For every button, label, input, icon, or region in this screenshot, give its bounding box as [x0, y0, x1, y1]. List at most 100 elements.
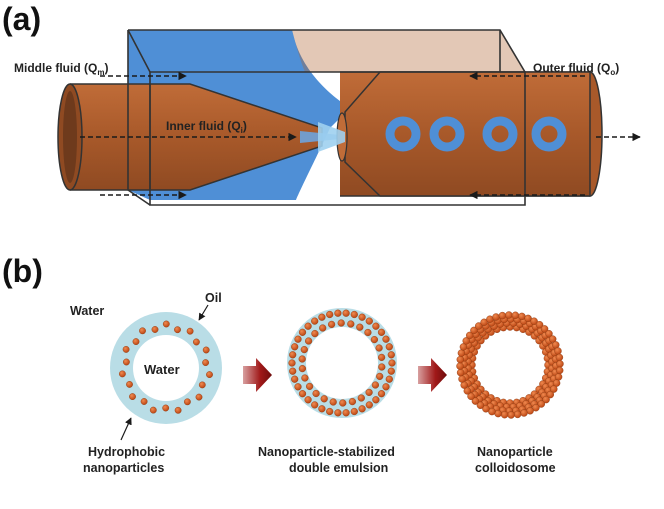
nanoparticle	[554, 347, 562, 355]
nanoparticle	[364, 328, 372, 337]
nanoparticle	[350, 407, 358, 416]
nanoparticle	[342, 409, 350, 417]
nanoparticle	[476, 401, 485, 409]
nanoparticle	[372, 322, 380, 330]
nanoparticle	[555, 353, 564, 362]
droplet-ring	[482, 116, 518, 152]
nanoparticle	[385, 343, 393, 351]
nanoparticle	[300, 346, 308, 354]
nanoparticle	[350, 310, 358, 319]
nanoparticle	[339, 399, 347, 407]
nanoparticle	[305, 337, 313, 345]
nanoparticle	[540, 325, 549, 333]
inner-water-core	[133, 335, 199, 401]
stage3-caption-line2: colloidosome	[475, 461, 556, 475]
nanoparticle	[492, 313, 500, 321]
nanoparticle	[387, 351, 395, 359]
nanoparticle	[140, 398, 148, 405]
stage2-particles	[288, 309, 396, 417]
nanoparticle	[545, 330, 553, 338]
water-inside-label: Water	[144, 362, 180, 377]
nanoparticle	[132, 338, 140, 345]
nanoparticle	[513, 410, 522, 419]
nanoparticle	[195, 393, 203, 401]
nanoparticle	[291, 343, 299, 351]
nanoparticle	[365, 401, 373, 409]
nanoparticle	[298, 390, 307, 398]
stage3-caption-line1: Nanoparticle	[477, 445, 553, 459]
stage3-colloidosome	[456, 311, 564, 419]
nanoparticle	[301, 374, 309, 382]
nanoparticle	[174, 326, 181, 334]
nanoparticle	[162, 320, 170, 328]
nanoparticle	[334, 409, 342, 417]
nanoparticle	[556, 360, 564, 368]
nanoparticle	[326, 310, 334, 319]
nanoparticle	[377, 328, 386, 336]
middle-fluid-label: Middle fluid (Qm)	[14, 61, 108, 77]
nanoparticle	[382, 335, 390, 343]
stage1-caption-line2: nanoparticles	[83, 461, 164, 475]
oil-pointer	[198, 304, 209, 321]
nanoparticle	[378, 353, 386, 362]
nanoparticle	[556, 366, 564, 375]
nanoparticle	[291, 375, 299, 383]
collection-tip	[344, 71, 591, 197]
nanoparticle	[289, 351, 297, 359]
nanoparticle	[311, 401, 319, 409]
nanoparticle	[304, 396, 312, 404]
nanoparticle	[298, 355, 306, 363]
nanoparticle	[183, 398, 191, 406]
nanoparticle	[371, 381, 380, 389]
nanoparticle	[326, 407, 334, 416]
nanoparticle	[382, 383, 390, 391]
focusing-cone	[318, 122, 345, 152]
nanoparticle	[206, 371, 213, 378]
nanoparticle	[377, 390, 386, 398]
stage-arrow-1	[243, 358, 272, 392]
nanoparticle	[467, 392, 475, 400]
nanoparticle	[304, 322, 312, 330]
nanoparticle	[507, 411, 515, 419]
nanoparticle	[318, 313, 326, 321]
nanoparticle	[494, 409, 502, 418]
nanoparticle	[319, 324, 327, 332]
nanoparticle	[288, 359, 296, 367]
nanoparticle	[372, 396, 380, 404]
nanoparticle	[149, 406, 157, 414]
nanoparticle	[151, 326, 159, 333]
nanoparticle	[458, 375, 466, 383]
nanoparticle	[186, 327, 194, 335]
nanoparticle	[312, 389, 320, 398]
nanoparticle	[139, 327, 146, 335]
nanoparticle	[535, 321, 544, 329]
nanoparticle	[456, 355, 464, 364]
nanoparticle	[334, 309, 342, 317]
inner-water-core	[306, 327, 378, 399]
nanoparticle	[294, 335, 302, 343]
nanoparticle	[356, 323, 364, 331]
nanoparticle	[329, 398, 337, 406]
nanoparticle	[358, 313, 366, 321]
channel-outline	[127, 29, 526, 206]
nanoparticle	[488, 407, 496, 416]
nanoparticle	[365, 388, 373, 397]
nanoparticle	[475, 322, 483, 330]
nanoparticle	[537, 400, 545, 408]
nanoparticle	[318, 405, 326, 413]
nanoparticle	[122, 345, 130, 353]
nanoparticle	[459, 343, 468, 351]
nanoparticle	[385, 375, 393, 383]
nanoparticle	[466, 331, 474, 340]
stage-arrow-2	[418, 358, 447, 392]
nanoparticle	[174, 406, 182, 414]
droplet-ring	[531, 116, 567, 152]
nanoparticle	[456, 368, 465, 377]
nanoparticle	[311, 317, 319, 325]
nanoparticle	[457, 349, 466, 357]
nanoparticle-pointer	[120, 417, 132, 441]
nanoparticle	[530, 317, 538, 325]
droplet-ring	[429, 116, 465, 152]
nanoparticle	[462, 337, 470, 345]
nanoparticle	[370, 336, 379, 344]
